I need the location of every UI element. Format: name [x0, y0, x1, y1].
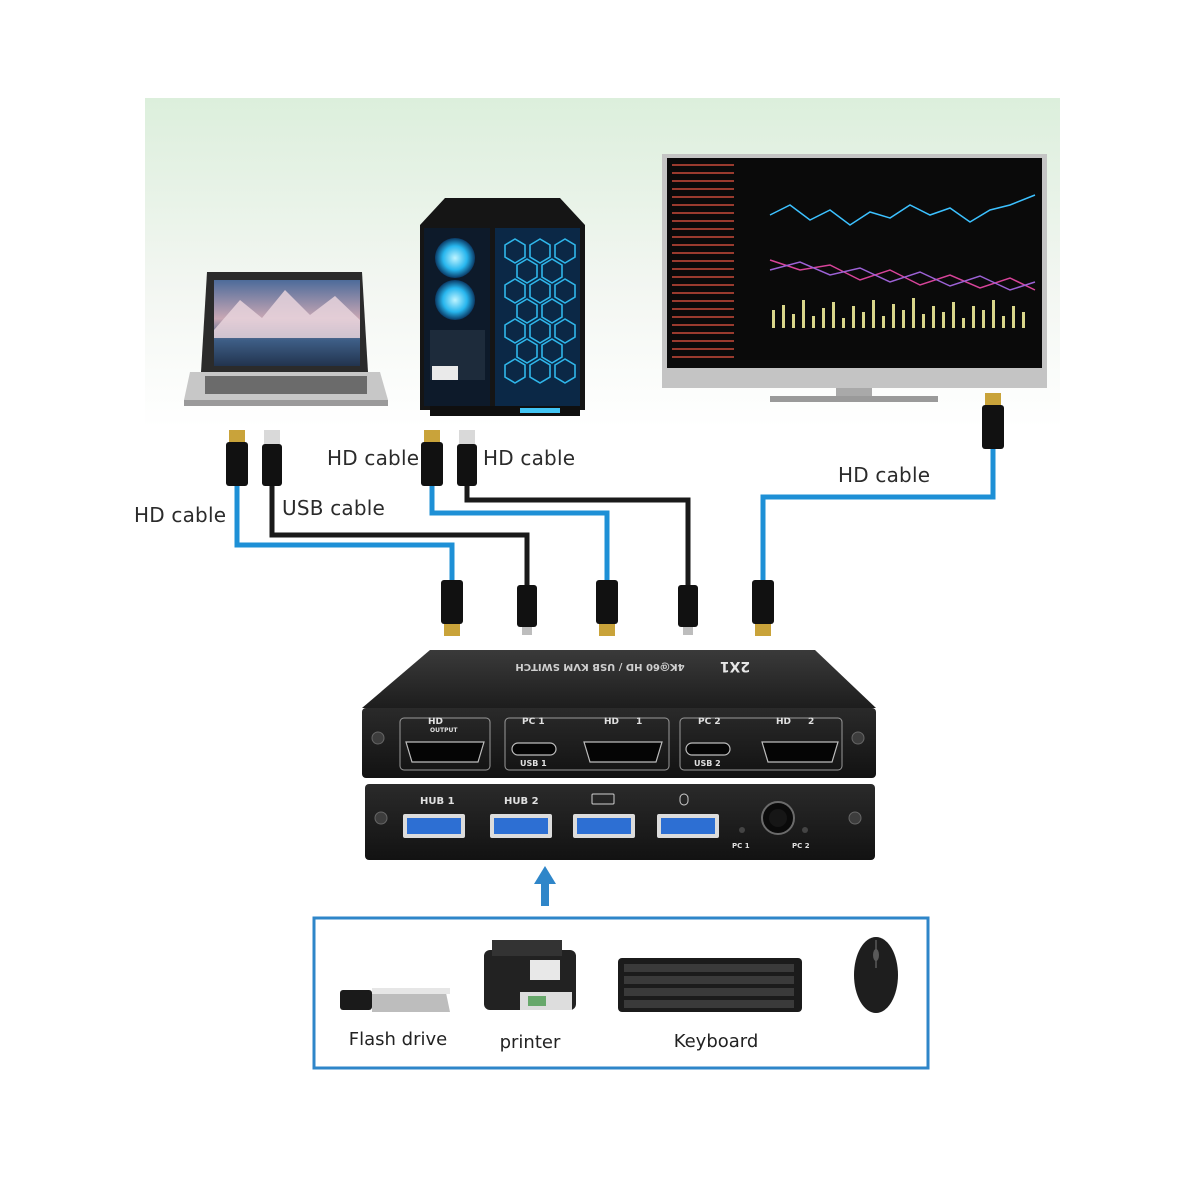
- usb-port-hub1: [403, 814, 465, 838]
- svg-text:PC 1: PC 1: [522, 717, 545, 727]
- usb-plug-laptop-top: [262, 430, 282, 486]
- cable-laptop-usb: [269, 485, 530, 585]
- desktop-pc: [420, 198, 585, 416]
- usb-port-mouse: [657, 814, 719, 838]
- label-hd-cable-laptop: HD cable: [134, 503, 227, 527]
- label-flash-drive: Flash drive: [348, 1029, 448, 1050]
- printer-icon: [484, 940, 576, 1010]
- kvm-switch: 4K@60 HD / USB KVM SWITCH 2X1 HD OUTPUT …: [362, 650, 876, 778]
- usb-c-plug-usb2-bottom: [678, 585, 698, 635]
- label-hd-cable-pc-left: HD cable: [327, 446, 420, 470]
- usb-port-keyboard: [573, 814, 635, 838]
- keyboard-device-icon: [618, 958, 802, 1012]
- svg-text:USB 2: USB 2: [694, 759, 721, 768]
- cables: [234, 448, 996, 585]
- kvm-switch-back: HUB 1 HUB 2 PC 1 PC 2: [365, 784, 875, 860]
- switch-button: [761, 801, 795, 835]
- label-printer: printer: [499, 1032, 561, 1053]
- hd-plug-hd2-bottom: [752, 580, 774, 636]
- svg-text:HD: HD: [604, 717, 619, 727]
- svg-text:USB 1: USB 1: [520, 759, 547, 768]
- mouse-icon: [679, 793, 689, 806]
- label-keyboard: Keyboard: [673, 1031, 759, 1052]
- cable-pc-usb: [464, 485, 691, 585]
- svg-text:2: 2: [808, 717, 814, 727]
- svg-text:HUB 2: HUB 2: [504, 796, 539, 807]
- svg-text:HD: HD: [776, 717, 791, 727]
- hd-plug-monitor-top: [982, 393, 1004, 449]
- svg-text:PC 2: PC 2: [698, 717, 721, 727]
- monitor: [662, 154, 1047, 402]
- hd-plug-hd1-bottom: [596, 580, 618, 636]
- svg-text:1: 1: [636, 717, 642, 727]
- peripherals-frame: [312, 916, 930, 1070]
- usb-plug-pc-top: [457, 430, 477, 486]
- svg-text:PC 1: PC 1: [732, 842, 750, 850]
- hd-plug-laptop-top: [226, 430, 248, 486]
- svg-text:HD: HD: [428, 717, 443, 727]
- flash-drive-icon: [340, 988, 450, 1012]
- label-hd-cable-monitor: HD cable: [838, 463, 931, 487]
- cable-monitor-hd: [760, 448, 996, 580]
- label-hd-cable-pc-right: HD cable: [483, 446, 576, 470]
- up-arrow-icon: [534, 866, 556, 906]
- usb-port-hub2: [490, 814, 552, 838]
- connector-plugs: [226, 393, 1004, 636]
- laptop: [184, 272, 388, 406]
- svg-text:HUB 1: HUB 1: [420, 796, 455, 807]
- keyboard-icon: [591, 793, 615, 805]
- usb-c-plug-usb1-bottom: [517, 585, 537, 635]
- mouse-device-icon: [854, 937, 898, 1013]
- kvm-top-label: 4K@60 HD / USB KVM SWITCH: [515, 661, 684, 672]
- svg-text:OUTPUT: OUTPUT: [430, 727, 458, 734]
- hd-plug-pc-top: [421, 430, 443, 486]
- kvm-model-mark: 2X1: [720, 658, 750, 674]
- svg-text:PC 2: PC 2: [792, 842, 810, 850]
- hd-plug-output-bottom: [441, 580, 463, 636]
- label-usb-cable: USB cable: [282, 496, 386, 520]
- cable-pc-hd: [429, 485, 610, 580]
- cable-laptop-hd: [234, 485, 455, 580]
